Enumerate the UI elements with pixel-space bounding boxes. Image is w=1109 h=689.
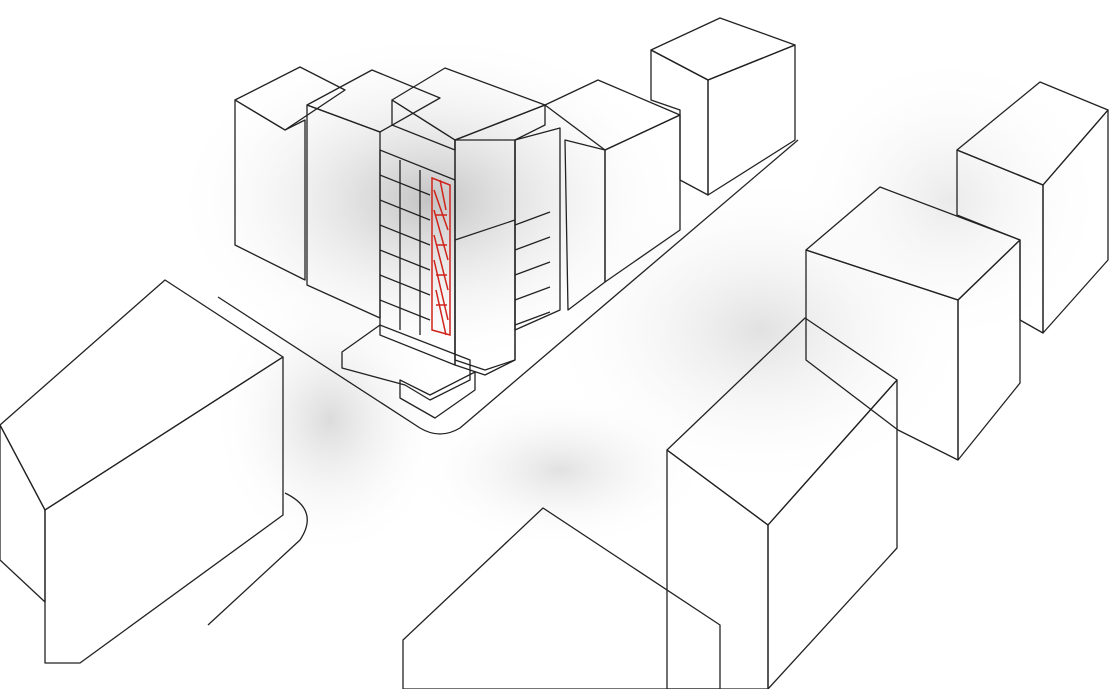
building-far-right [956, 81, 1109, 334]
building-bottom-right [666, 317, 898, 689]
building-bottom-left [0, 279, 284, 664]
street-edge-lower [207, 492, 308, 626]
street-edge [217, 139, 799, 435]
floor-slabs [379, 160, 551, 335]
highlighted-staircase [431, 176, 451, 336]
ground-shadows [170, 30, 1109, 560]
central-tower [234, 66, 681, 419]
building-bottom-center [402, 507, 721, 689]
